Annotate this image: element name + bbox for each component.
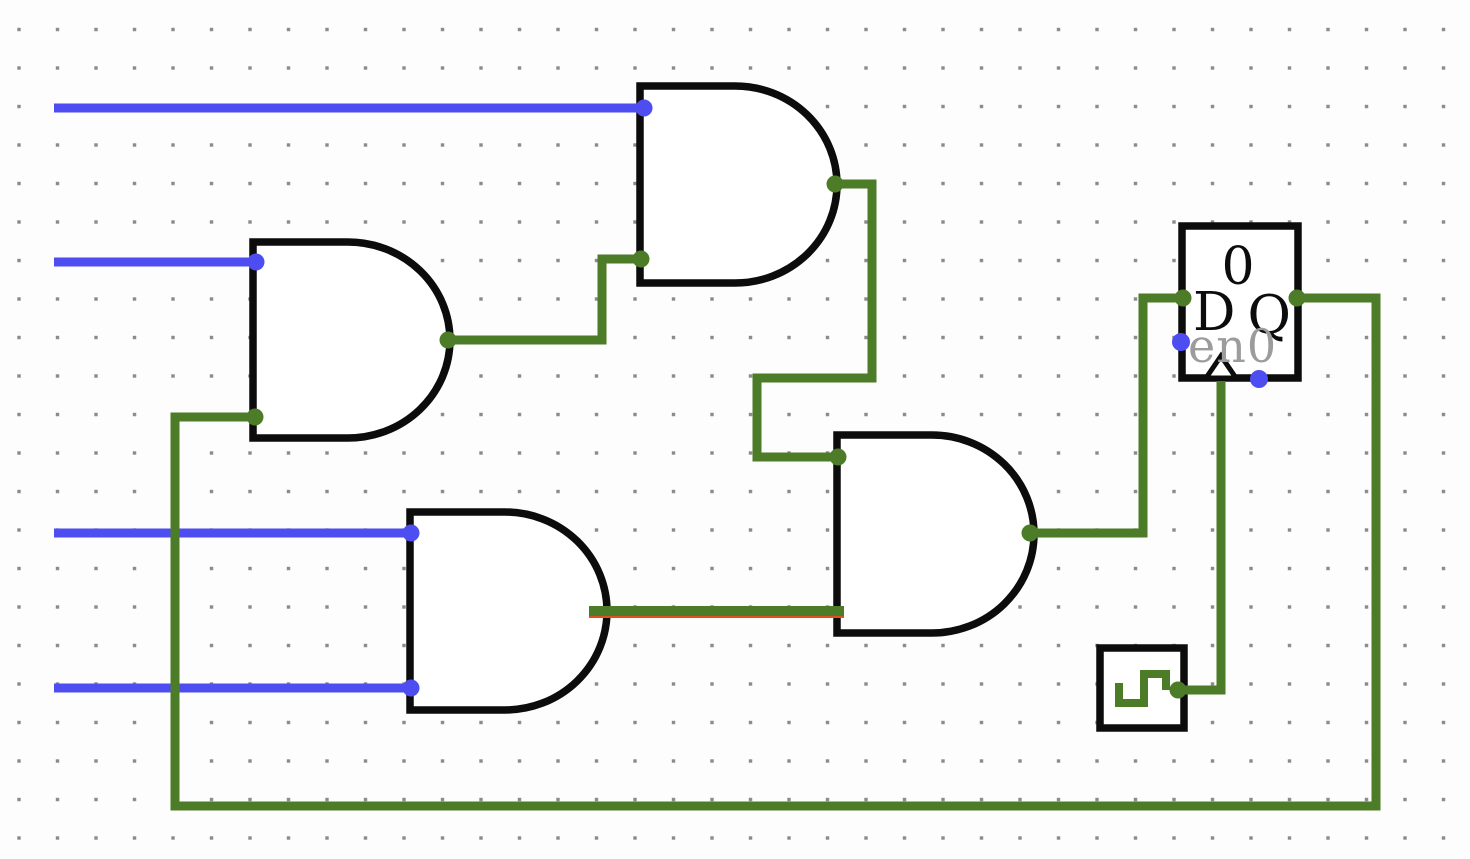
clock-waveform-icon (1115, 670, 1170, 707)
flip-flop-enable-pin-label: en0 (1188, 319, 1277, 373)
wire-end-dot (635, 99, 653, 117)
junction-dot (1169, 681, 1187, 699)
junction-dot (826, 175, 844, 193)
wire-andright-to-dff-d[interactable] (1030, 293, 1183, 538)
junction-dot (1174, 289, 1192, 307)
and-gate-top[interactable] (636, 82, 841, 287)
and-gate-left[interactable] (249, 238, 454, 442)
unconnected-pin-dot (1250, 370, 1268, 388)
and-gate-bottom[interactable] (406, 508, 611, 714)
wire-andleft-to-andtop[interactable] (448, 254, 641, 345)
flip-flop-state-value: 0 (1221, 237, 1254, 297)
clock-edge-triangle-icon (1201, 351, 1241, 381)
wire-dff-q-feedback[interactable] (170, 293, 1381, 811)
d-flip-flop-body[interactable] (1178, 222, 1302, 382)
wire-end-dot (247, 253, 265, 271)
and-gate-right[interactable] (833, 431, 1038, 637)
junction-dot (1021, 524, 1039, 542)
wire-end-dot (402, 679, 420, 697)
wire-end-dot (402, 524, 420, 542)
flip-flop-q-pin-label: Q (1248, 285, 1291, 346)
junction-dot (1288, 289, 1306, 307)
junction-dot (632, 250, 650, 268)
wire-andtop-to-andright[interactable] (752, 179, 877, 462)
flip-flop-d-pin-label: D (1193, 282, 1236, 343)
junction-dot (439, 331, 457, 349)
junction-dot (246, 408, 264, 426)
unconnected-pin-dot (1172, 333, 1190, 351)
junction-dot (829, 448, 847, 466)
wire-clock-to-dff[interactable] (1176, 381, 1226, 695)
